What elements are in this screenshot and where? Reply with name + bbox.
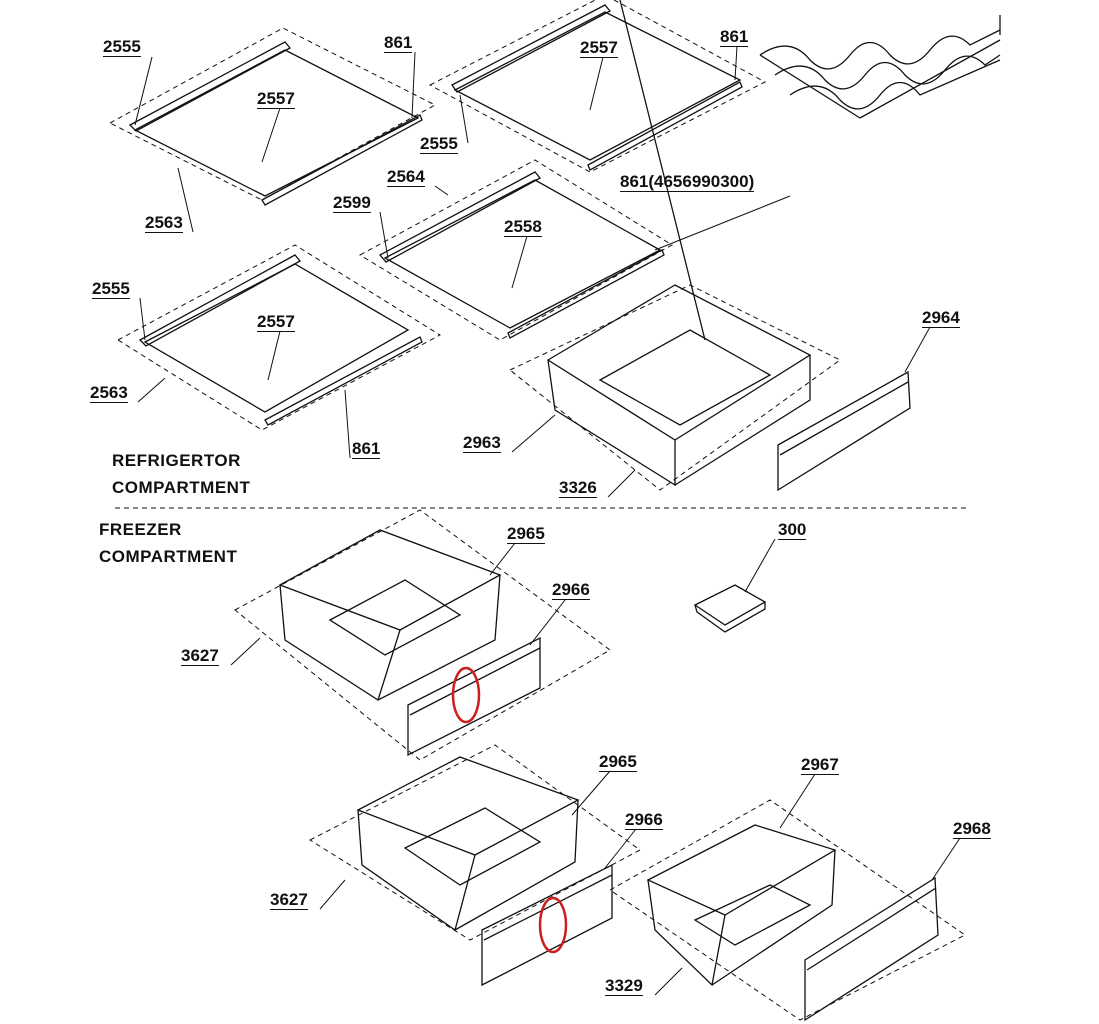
shelf-outline — [108, 27, 437, 201]
freezer-section-title: FREEZER COMPARTMENT — [99, 516, 237, 570]
part-label: 2564 — [387, 167, 425, 187]
part-label: 2963 — [463, 433, 501, 453]
shelf-2557-a — [128, 41, 423, 206]
part-label: 2557 — [257, 89, 295, 109]
section-title-line: REFRIGERTOR — [112, 451, 241, 470]
part-label: 861 — [720, 27, 749, 47]
part-label: 2964 — [922, 308, 960, 328]
part-label: 2965 — [507, 524, 545, 544]
front-panel-2966-a — [407, 636, 541, 757]
part-label: 2557 — [580, 38, 618, 58]
part-label: 2968 — [953, 819, 991, 839]
drawer-3329 — [646, 824, 837, 987]
part-label: 2966 — [625, 810, 663, 830]
shelf-2558 — [378, 171, 665, 339]
part-label: 2967 — [801, 755, 839, 775]
drawer-outline — [308, 744, 641, 941]
part-label: 3326 — [559, 478, 597, 498]
part-label: 3627 — [270, 890, 308, 910]
drawer-outline — [509, 284, 841, 491]
part-label: 2555 — [420, 134, 458, 154]
drawer-3627-a — [278, 529, 502, 702]
part-label: 2599 — [333, 193, 371, 213]
section-title-line: COMPARTMENT — [99, 547, 238, 566]
part-label: 2555 — [92, 279, 130, 299]
front-panel-2964 — [777, 370, 911, 492]
drawer-3627-b — [356, 756, 580, 932]
part-label: 2966 — [552, 580, 590, 600]
part-label: 861 — [384, 33, 413, 53]
refrigerator-section-title: REFRIGERTOR COMPARTMENT — [112, 447, 250, 501]
highlight-ellipse — [538, 896, 568, 954]
part-label: 2965 — [599, 752, 637, 772]
shelf-outline — [428, 0, 767, 173]
section-title-line: COMPARTMENT — [112, 478, 251, 497]
section-title-line: FREEZER — [99, 520, 182, 539]
part-label: 2563 — [145, 213, 183, 233]
shelf-outline — [117, 244, 442, 431]
part-label: 3627 — [181, 646, 219, 666]
part-label: 861(4656990300) — [620, 172, 755, 192]
front-panel-2966-b — [481, 863, 613, 987]
shelf-2557-b — [451, 4, 743, 171]
wine-rack — [759, 15, 1001, 119]
part-label: 300 — [778, 520, 807, 540]
part-label: 2558 — [504, 217, 542, 237]
part-label: 2563 — [90, 383, 128, 403]
front-panel-2968 — [804, 876, 939, 1022]
drawer-3326 — [546, 0, 812, 487]
shelf-2557-c — [138, 254, 423, 426]
shelf-outline — [358, 159, 673, 341]
part-label: 2555 — [103, 37, 141, 57]
part-label: 3329 — [605, 976, 643, 996]
highlight-ellipse — [451, 666, 481, 724]
part-label: 861 — [352, 439, 381, 459]
part-label: 2557 — [257, 312, 295, 332]
ice-tray-300 — [693, 584, 767, 633]
